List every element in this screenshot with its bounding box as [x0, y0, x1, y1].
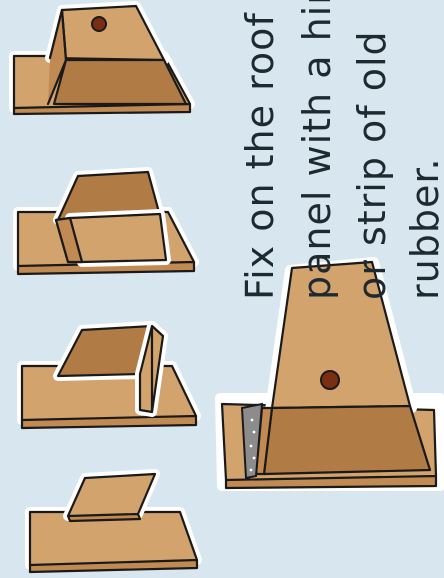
step-2-illustration	[22, 326, 196, 428]
step-3-illustration	[18, 172, 194, 274]
instruction-line-1: Fix on the roof	[238, 12, 282, 300]
entrance-hole-icon	[92, 17, 106, 31]
instruction-line-3: or strip of old	[350, 30, 394, 300]
instruction-line-2: panel with a hinge	[295, 0, 339, 300]
step-1-illustration	[30, 474, 197, 572]
instruction-line-4: rubber.	[403, 157, 444, 300]
entrance-hole-icon	[321, 371, 339, 389]
step-4-illustration	[14, 6, 190, 114]
instruction-text: Fix on the roof panel with a hinge or st…	[238, 0, 444, 300]
